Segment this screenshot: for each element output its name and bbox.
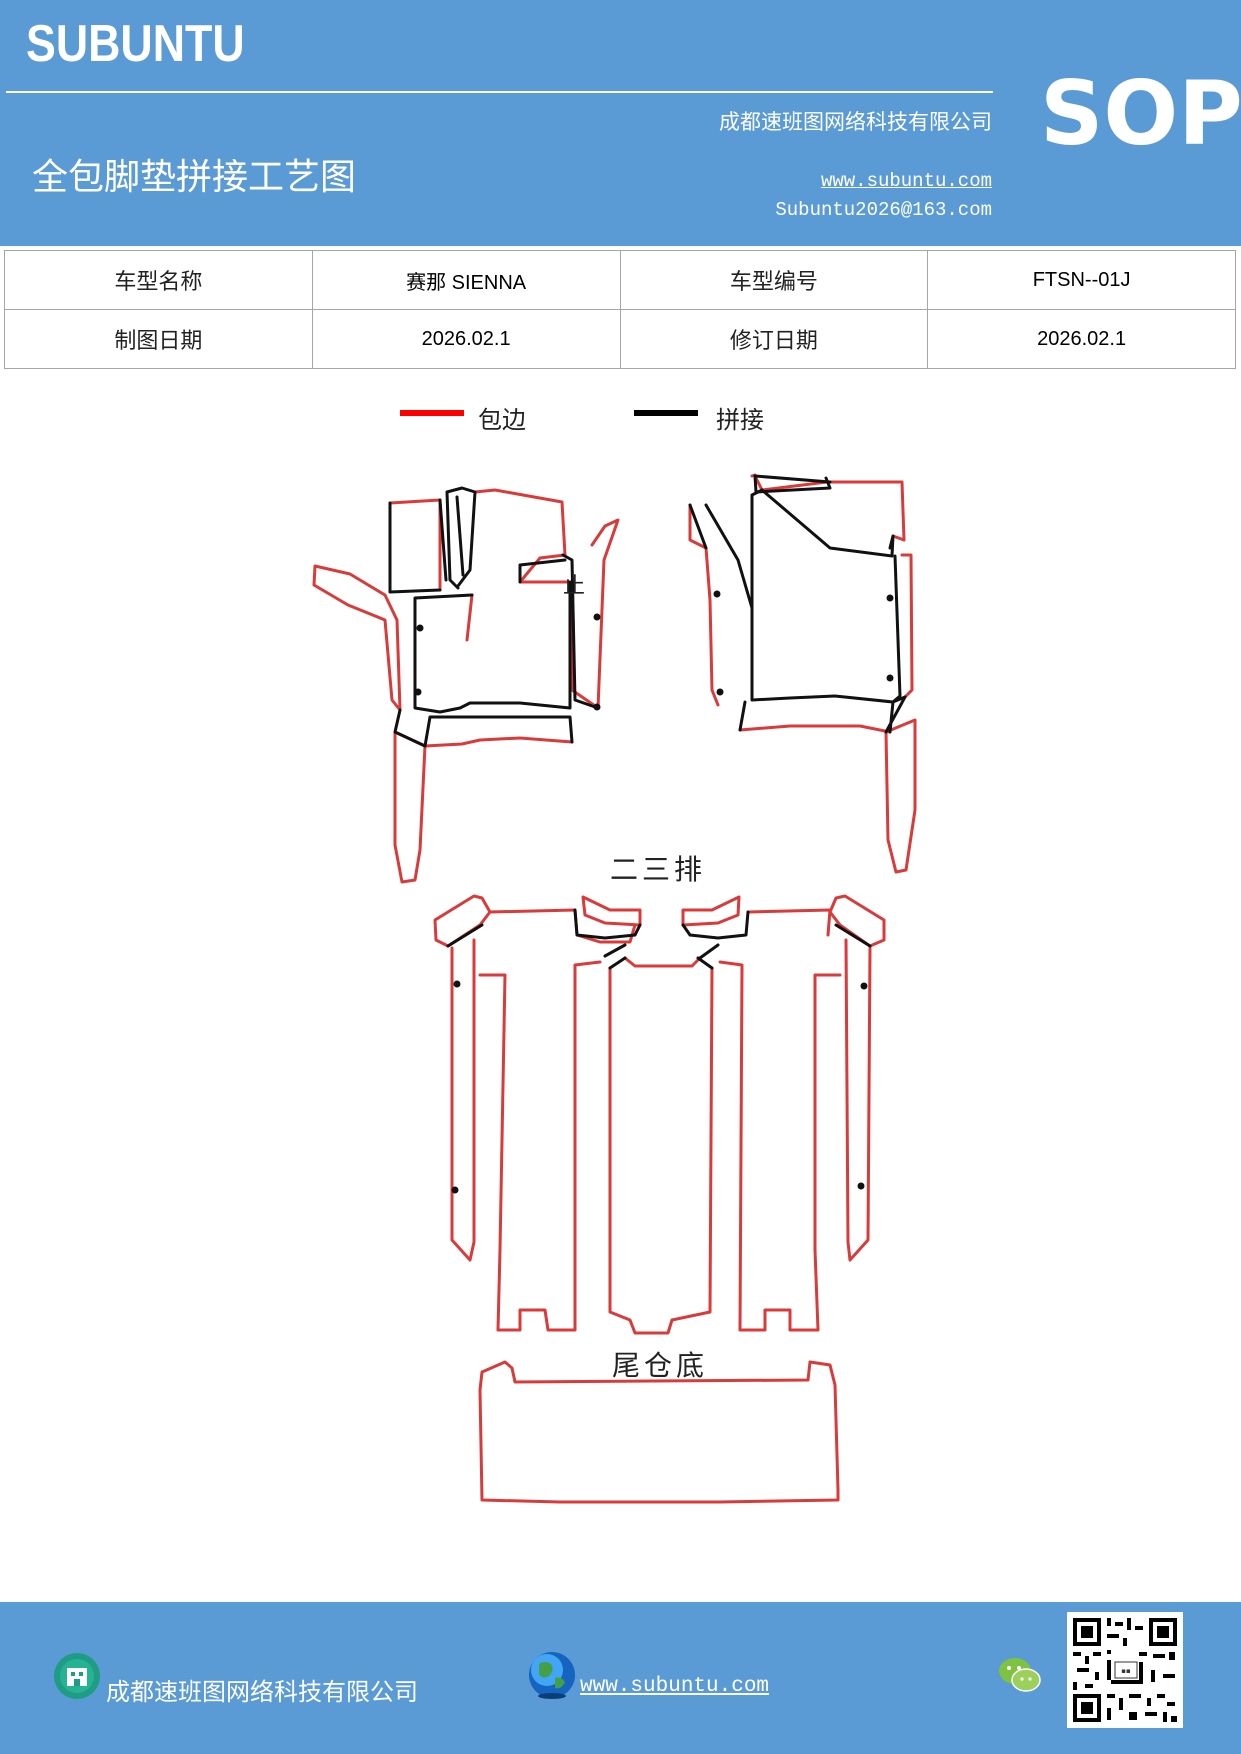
table-row: 车型名称 赛那 SIENNA 车型编号 FTSN--01J [4,250,1236,310]
label-cell: 车型编号 [619,250,929,310]
sop-badge: SOP [1040,62,1241,165]
trunk-mat [478,1360,840,1504]
wechat-icon [999,1658,1041,1692]
edge-swatch [400,410,464,416]
qr-code-pattern: ▪▪ [1073,1618,1177,1722]
left-side-flap [312,564,402,712]
company-name: 成都速班图网络科技有限公司 [719,110,992,134]
model-name-cell: 赛那 SIENNA [311,250,621,310]
legend-label: 拼接 [716,406,764,434]
front-right-seam [688,474,907,734]
front-left-seam [388,486,600,748]
row2-right-inner-strip [718,960,842,1332]
globe-icon [529,1652,575,1699]
row2-left-wing [433,894,492,948]
email-address[interactable]: Subuntu2026@163.com [775,199,992,221]
label-cell: 修订日期 [619,309,929,369]
front-right-top-seam [753,474,832,494]
table-row: 制图日期 2026.02.1 修订日期 2026.02.1 [4,309,1236,369]
row2-center-top-right [681,895,741,927]
footer-company-name: 成都速班图网络科技有限公司 [106,1678,418,1706]
front-left-inner-seam [438,495,465,582]
svg-text:▪▪: ▪▪ [1121,1667,1131,1675]
right-lower-strip [884,718,917,874]
row-label: 二三排 [610,853,707,886]
fastener-dots [414,590,894,1194]
brand-logo: SUBUNTU [26,15,245,73]
row2-left-panel [450,908,637,1262]
footer-website-link[interactable]: www.subuntu.com [580,1675,770,1698]
label-cell: 车型名称 [4,250,313,310]
legend-label: 包边 [478,406,526,434]
stop-mark: 止 [563,574,586,599]
front-right-edge [688,473,914,734]
left-lower-strip [393,730,427,884]
revision-date-cell: 2026.02.1 [927,309,1236,369]
row2-right-panel [746,908,872,1262]
row2-seams [446,908,872,970]
row2-left-inner-strip [478,960,602,1332]
document-title: 全包脚垫拼接工艺图 [32,157,357,198]
qr-code[interactable]: ▪▪ [1067,1612,1183,1728]
draw-date-cell: 2026.02.1 [311,309,621,369]
footer-banner: 成都速班图网络科技有限公司 www.subuntu.com [0,1602,1241,1754]
trunk-label: 尾仓底 [612,1349,709,1382]
building-icon [54,1653,100,1699]
header-divider [6,91,993,93]
row2-center-top-left [581,895,642,927]
vehicle-info-table: 车型名称 赛那 SIENNA 车型编号 FTSN--01J 制图日期 2026.… [4,250,1236,369]
left-heel-edge [423,736,574,748]
label-cell: 制图日期 [4,309,313,369]
header-banner: SUBUNTU SOP 全包脚垫拼接工艺图 成都速班图网络科技有限公司 www.… [0,0,1241,246]
row2-right-wing [828,894,886,948]
model-code-cell: FTSN--01J [927,250,1236,310]
row2-center-panel [608,956,714,1335]
seam-swatch [634,410,698,416]
website-link[interactable]: www.subuntu.com [820,170,992,192]
